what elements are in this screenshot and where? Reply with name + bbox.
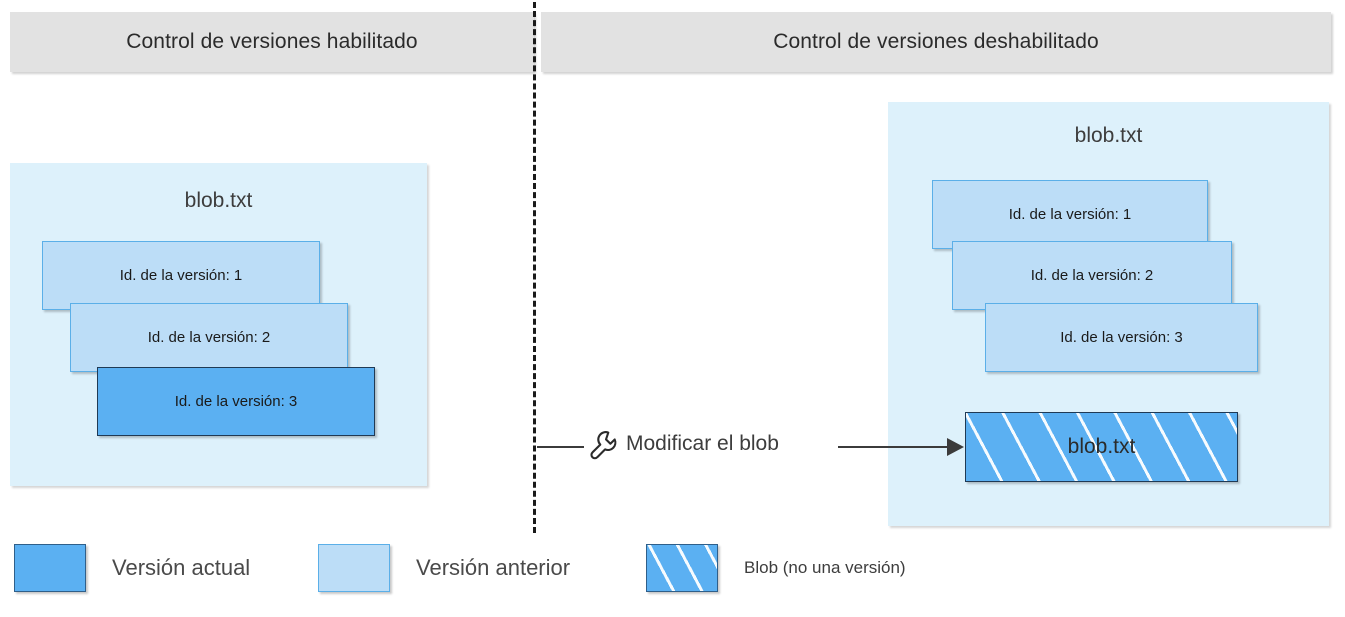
legend-swatch-previous-version — [318, 544, 390, 592]
version-card-left-1: Id. de la versión: 1 — [42, 241, 320, 310]
legend-label-previous-version: Versión anterior — [416, 555, 571, 580]
legend-item-previous-version: Versión anterior — [318, 544, 570, 592]
modify-blob-arrow-line — [838, 446, 948, 448]
legend-swatch-blob-not-a-version — [646, 544, 718, 592]
header-versioning-enabled-label: Control de versiones habilitado — [126, 30, 418, 53]
version-card-right-2-label: Id. de la versión: 2 — [1030, 267, 1154, 284]
version-card-left-1-label: Id. de la versión: 1 — [119, 267, 243, 284]
legend-item-blob-not-a-version: Blob (no una versión) — [646, 544, 906, 592]
header-versioning-disabled: Control de versiones deshabilitado — [541, 12, 1331, 72]
wrench-icon — [586, 428, 622, 464]
vertical-dashed-divider — [533, 2, 536, 533]
modify-blob-arrow-head — [947, 438, 964, 456]
version-card-left-3-current: Id. de la versión: 3 — [97, 367, 375, 436]
version-card-left-3-label: Id. de la versión: 3 — [174, 393, 298, 410]
blob-container-right-title: blob.txt — [1074, 124, 1143, 147]
header-versioning-enabled: Control de versiones habilitado — [10, 12, 534, 72]
hatched-blob-not-a-version: blob.txt — [965, 412, 1238, 482]
version-card-right-2: Id. de la versión: 2 — [952, 241, 1232, 310]
legend-label-blob-not-a-version: Blob (no una versión) — [744, 558, 906, 577]
legend-swatch-current-version — [14, 544, 86, 592]
hatched-blob-label: blob.txt — [1067, 435, 1136, 458]
modify-blob-label: Modificar el blob — [626, 432, 779, 455]
version-card-left-2-label: Id. de la versión: 2 — [147, 329, 271, 346]
blob-container-left-title: blob.txt — [184, 189, 253, 212]
legend: Versión actual Versión anterior Blob (no… — [0, 540, 1345, 610]
divider-tick-line — [537, 446, 584, 448]
version-card-right-1: Id. de la versión: 1 — [932, 180, 1208, 249]
legend-label-current-version: Versión actual — [112, 555, 251, 580]
header-versioning-disabled-label: Control de versiones deshabilitado — [773, 30, 1099, 53]
version-card-right-3-label: Id. de la versión: 3 — [1060, 329, 1183, 346]
version-card-right-1-label: Id. de la versión: 1 — [1008, 206, 1132, 223]
legend-item-current-version: Versión actual — [14, 544, 250, 592]
version-card-left-2: Id. de la versión: 2 — [70, 303, 348, 372]
version-card-right-3: Id. de la versión: 3 — [985, 303, 1258, 372]
